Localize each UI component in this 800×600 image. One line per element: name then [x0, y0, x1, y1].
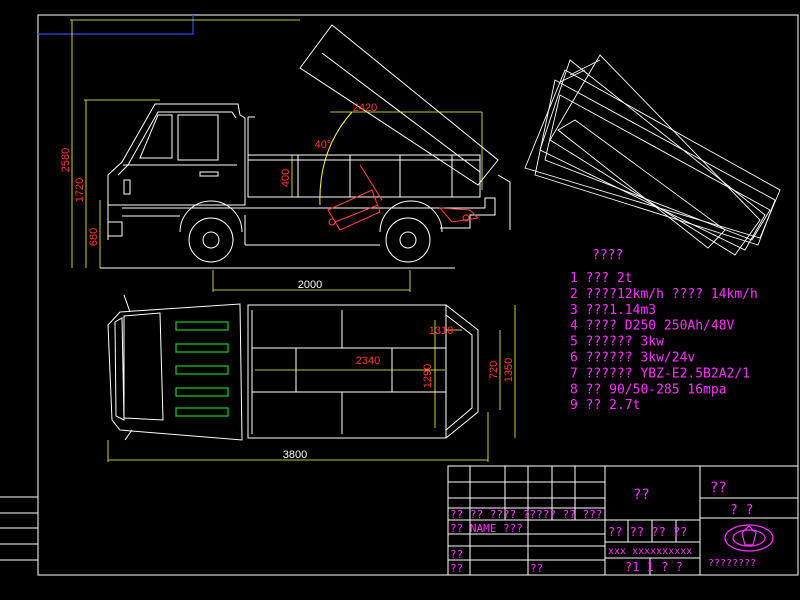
top-view [107, 294, 479, 441]
title-company: ???????? [708, 558, 756, 569]
windshield-plan [114, 317, 125, 421]
front-wheel [179, 200, 243, 263]
hydraulic-linkage [327, 164, 480, 231]
side-view-dimension-lines [70, 19, 483, 292]
cargo-box [247, 116, 481, 198]
dim-box-width-outer: 1350 [503, 358, 515, 382]
title-checker: ?? [450, 562, 463, 575]
side-view [100, 24, 511, 269]
title-signature-header: ?? NAME ??? [450, 522, 523, 535]
dim-box-width-mid: 720 [488, 361, 500, 379]
title-material: ?? [633, 487, 650, 503]
title-drawing-no: ?? [710, 480, 727, 496]
note-item: 7 ?????? YBZ-E2.5B2A2/1 [570, 366, 750, 381]
tipping-sequence-outlines [524, 54, 781, 256]
cab-body [107, 103, 246, 225]
raised-box-outline [299, 24, 499, 186]
tipping-arc [319, 111, 353, 206]
dim-overall-length: 3800 [283, 449, 307, 461]
note-item: 4 ???? D250 250Ah/48V [570, 319, 735, 334]
title-designer: ?? [450, 548, 463, 561]
note-item: 6 ?????? 3kw/24v [570, 351, 695, 366]
title-block [447, 465, 799, 576]
note-item: 1 ??? 2t [570, 271, 633, 286]
dim-box-height: 400 [280, 169, 292, 187]
cargo-box-plan [247, 304, 479, 439]
corner-label-box [38, 15, 194, 35]
chassis [122, 197, 496, 229]
cab-plan [107, 303, 243, 441]
dim-cab-height: 1720 [74, 178, 86, 202]
top-view-dimension-lines [107, 305, 516, 462]
company-logo [724, 524, 774, 552]
rear-wheel [379, 200, 443, 263]
dim-box-length: 2340 [356, 355, 380, 367]
title-revision-header: ?? ?? ???? ????? ?? ??? [450, 508, 602, 521]
drawing-frame [0, 14, 799, 576]
note-item: 5 ?????? 3kw [570, 335, 664, 350]
dim-tipping-length: 2420 [353, 102, 377, 114]
dim-frame-height: 680 [88, 228, 100, 246]
note-item: 2 ????12km/h ???? 14km/h [570, 287, 758, 302]
title-design-row: ?? ?? ?? ?? [608, 525, 687, 539]
front-bumper [107, 221, 123, 237]
dim-corner: 1310 [429, 325, 453, 337]
dim-wheelbase: 2000 [298, 279, 322, 291]
title-approver: ?? [530, 562, 543, 575]
note-item: 9 ?? 2.7t [570, 398, 640, 413]
dim-tipping-angle: 40° [315, 139, 332, 151]
title-marks: ? ? [730, 503, 753, 518]
title-code: xxx xxxxxxxxxx [608, 546, 692, 557]
note-item: 8 ?? 90/50-285 16mpa [570, 382, 727, 397]
note-item: 3 ???1.14m3 [570, 303, 656, 318]
dim-total-height: 2580 [60, 148, 72, 172]
notes-heading: ???? [592, 248, 623, 263]
title-sheet-info: ?1 1 ? ? [625, 560, 683, 574]
vent-slots [175, 321, 229, 417]
dim-box-width-inner: 1290 [422, 364, 434, 388]
cab-window [139, 114, 173, 159]
notes-list: 1 ??? 2t2 ????12km/h ???? 14km/h3 ???1.1… [570, 271, 758, 413]
